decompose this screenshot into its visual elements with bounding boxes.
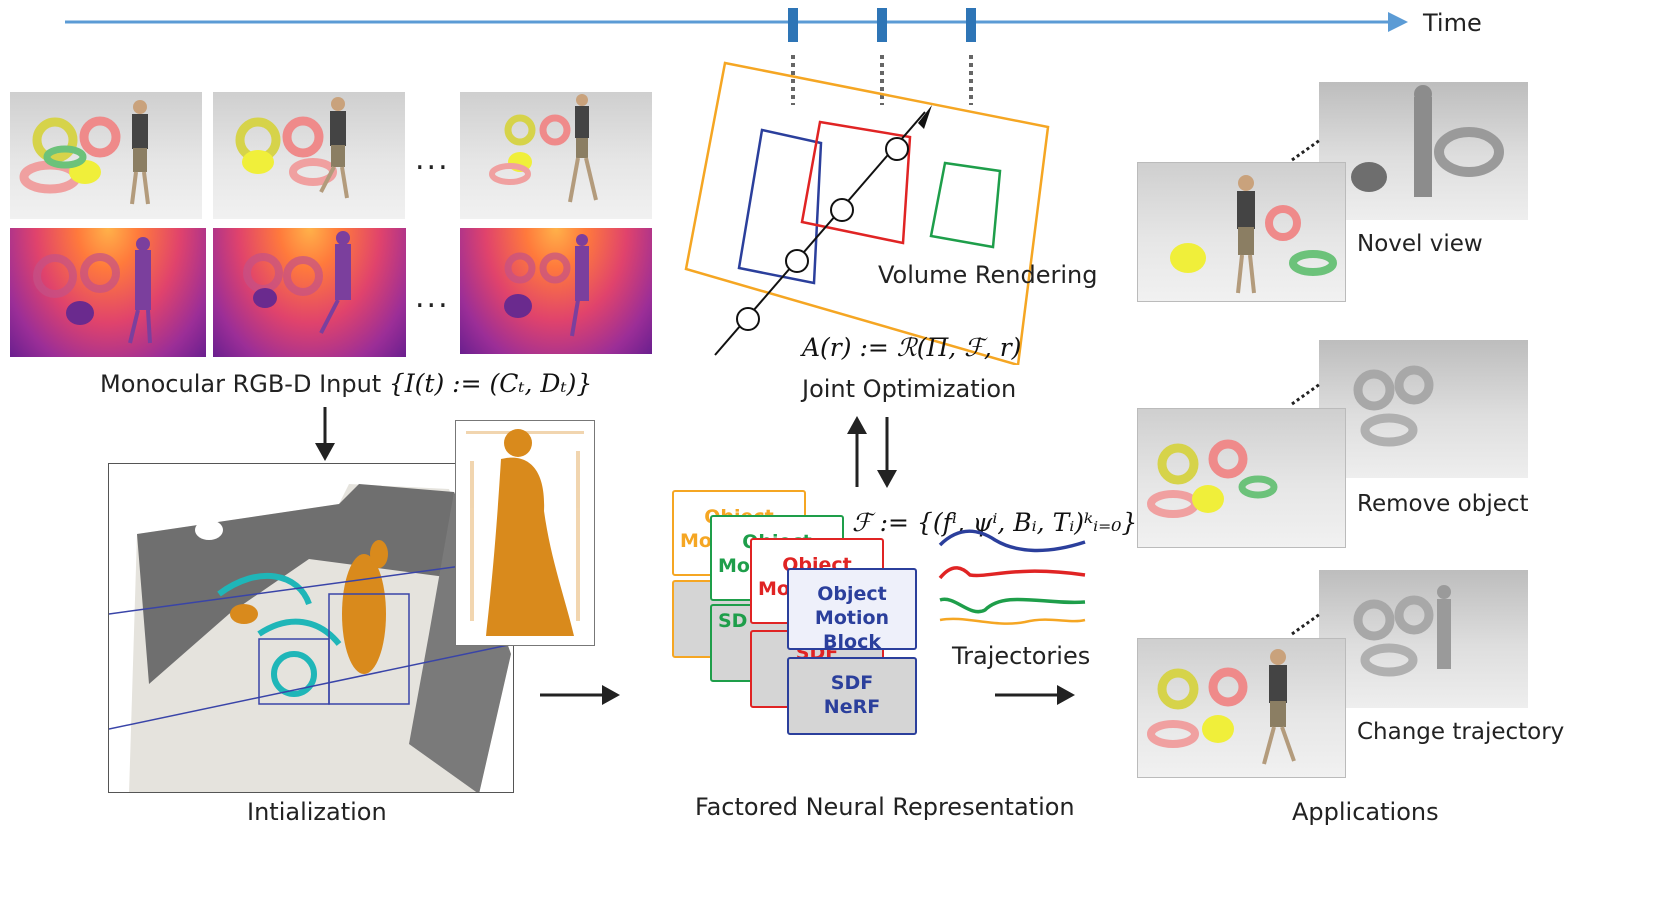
init-caption: Intialization	[247, 798, 387, 826]
remove-object-render	[1319, 340, 1528, 478]
novel-view-rgb	[1137, 162, 1346, 302]
card-blue-sdf-nerf: SDF NeRF	[787, 657, 917, 735]
init-pointcloud-panel	[108, 463, 514, 793]
remove-object-rgb	[1137, 408, 1346, 548]
card-blue-nerf: NeRF	[823, 696, 881, 718]
arrow-down-head	[877, 470, 897, 488]
optimization-arrows	[847, 416, 897, 488]
card-blue-motion-block: Object Motion Block	[787, 568, 917, 653]
trajectories-plot	[938, 529, 1086, 625]
trajectory-blue	[938, 529, 1086, 553]
blue-object-box	[737, 128, 823, 285]
novel-view-connector	[1291, 138, 1321, 162]
depth-frame-3	[460, 228, 652, 354]
green-object-box	[929, 161, 1002, 249]
ray-sample-4	[885, 137, 909, 161]
ray-sample-1	[736, 307, 760, 331]
trajectory-orange	[939, 617, 1086, 625]
arrow-up-head	[847, 416, 867, 434]
depth-frame-2	[213, 228, 406, 357]
applications-caption: Applications	[1292, 798, 1439, 826]
trajectory-red	[938, 566, 1086, 580]
arrow-right-apps	[995, 685, 1075, 705]
representation-caption: Factored Neural Representation	[695, 793, 1075, 821]
ellipsis-rgb: ...	[415, 142, 450, 177]
input-caption: Monocular RGB-D Input {I(t) := (Cₜ, Dₜ)}	[100, 369, 592, 398]
volume-rendering-diagram	[684, 61, 1050, 365]
timeline	[65, 8, 1408, 105]
input-caption-text: Monocular RGB-D Input	[100, 370, 382, 398]
card-blue-line1: Object	[817, 583, 887, 605]
joint-optimization-caption: Joint Optimization	[802, 375, 1017, 403]
rgb-frame-3	[460, 92, 652, 219]
card-green-sdf: SD	[718, 610, 748, 632]
rgb-frame-1	[10, 92, 202, 219]
app-novel-view-label: Novel view	[1357, 231, 1483, 257]
camera-frustum-box	[684, 61, 1050, 365]
remove-object-connector	[1291, 382, 1321, 406]
timeline-tick-1	[788, 8, 798, 42]
ray-sample-2	[785, 249, 809, 273]
change-trajectory-render	[1319, 570, 1528, 708]
card-green-subtitle: Mot	[718, 555, 760, 577]
ellipsis-depth: ...	[415, 280, 450, 315]
card-blue-line2: Motion Block	[814, 607, 890, 653]
init-human-pointcloud-inset	[455, 420, 595, 646]
red-object-box	[800, 120, 912, 245]
volume-rendering-label: Volume Rendering	[878, 261, 1098, 289]
change-trajectory-rgb	[1137, 638, 1346, 778]
trajectory-green	[939, 597, 1086, 614]
novel-view-render	[1319, 82, 1528, 220]
arrow-right-init	[540, 685, 620, 705]
representation-formula: ℱ := {(fⁱ, ψⁱ, Bᵢ, Tᵢ)ᵏᵢ₌₀}	[852, 508, 1138, 537]
ray-sample-3	[830, 198, 854, 222]
ray-arrowhead	[918, 105, 932, 129]
timeline-tick-3	[966, 8, 976, 42]
rendering-formula: A(r) := ℛ(Π, ℱ, r)	[802, 333, 1022, 362]
card-red-subtitle: Mo	[758, 578, 790, 600]
time-label: Time	[1423, 9, 1482, 37]
rgb-frame-2	[213, 92, 405, 219]
card-blue-sdf: SDF	[830, 672, 874, 694]
change-trajectory-connector	[1291, 612, 1321, 636]
trajectories-label: Trajectories	[952, 642, 1091, 670]
arrow-down-init	[315, 407, 335, 461]
app-change-trajectory-label: Change trajectory	[1357, 719, 1565, 745]
app-remove-object-label: Remove object	[1357, 491, 1529, 517]
input-formula: {I(t) := (Cₜ, Dₜ)}	[388, 369, 593, 398]
depth-frame-1	[10, 228, 206, 357]
timeline-arrowhead	[1388, 12, 1408, 32]
timeline-tick-2	[877, 8, 887, 42]
